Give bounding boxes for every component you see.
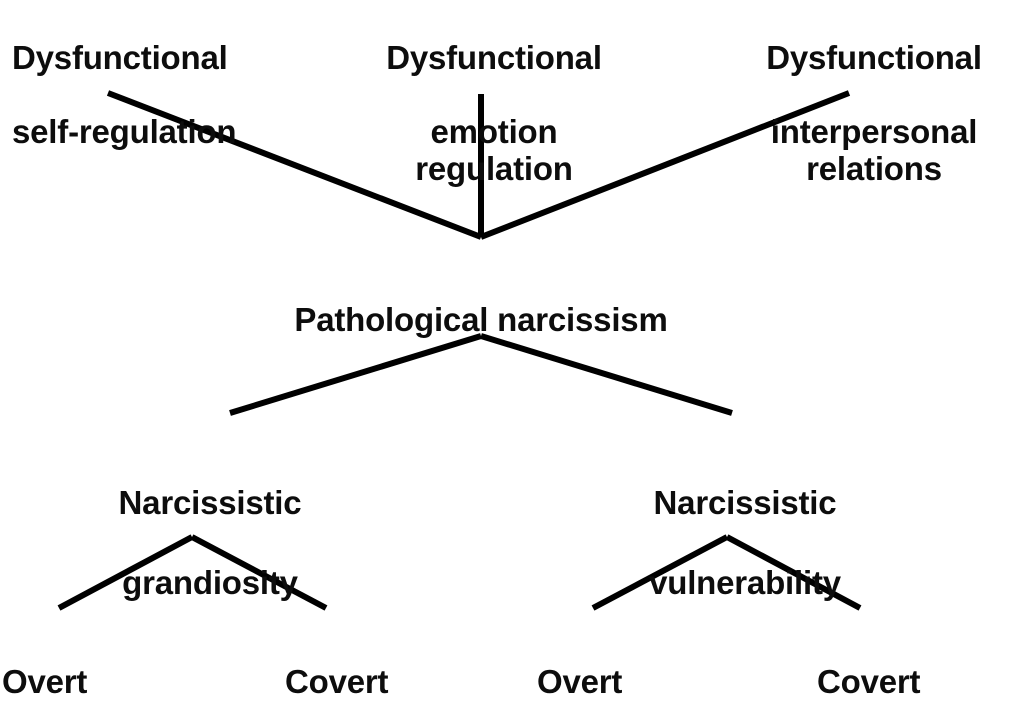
node-label-line1: Dysfunctional [386,39,602,76]
node-dysfunctional-interpersonal-relations: Dysfunctional interpersonal relations [726,2,1022,224]
node-label-line1: Narcissistic [118,484,302,521]
node-dysfunctional-self-regulation: Dysfunctional self-regulation [12,2,342,187]
node-grandiose-overt-expression: Overt expression [2,622,252,708]
node-label-line1: Narcissistic [653,484,837,521]
node-dysfunctional-emotion-regulation: Dysfunctional emotion regulation [371,2,617,224]
node-label-line1: Overt [537,663,623,700]
node-vulnerable-covert-expression: Covert expression [817,622,1024,708]
node-label-line2: self-regulation [12,113,237,150]
node-label-line2: grandiosity [122,564,298,601]
node-label-line1: Overt [2,663,88,700]
node-narcissistic-grandiosity: Narcissistic grandiosity [60,443,360,643]
node-label-line1: Covert [285,663,389,700]
node-label-line1: Covert [817,663,921,700]
node-vulnerable-overt-expression: Overt expression [537,622,787,708]
node-label-line2: emotion regulation [415,113,573,187]
node-label-line2: vulnerability [649,564,841,601]
node-pathological-narcissism: Pathological narcissism [181,263,781,377]
node-grandiose-covert-expression: Covert expression [285,622,535,708]
node-narcissistic-vulnerability: Narcissistic vulnerability [595,443,895,643]
node-label-line1: Dysfunctional [12,39,228,76]
node-label-line1: Dysfunctional [766,39,982,76]
node-label-line2: interpersonal relations [770,113,978,187]
node-label-line1: Pathological narcissism [294,301,668,338]
